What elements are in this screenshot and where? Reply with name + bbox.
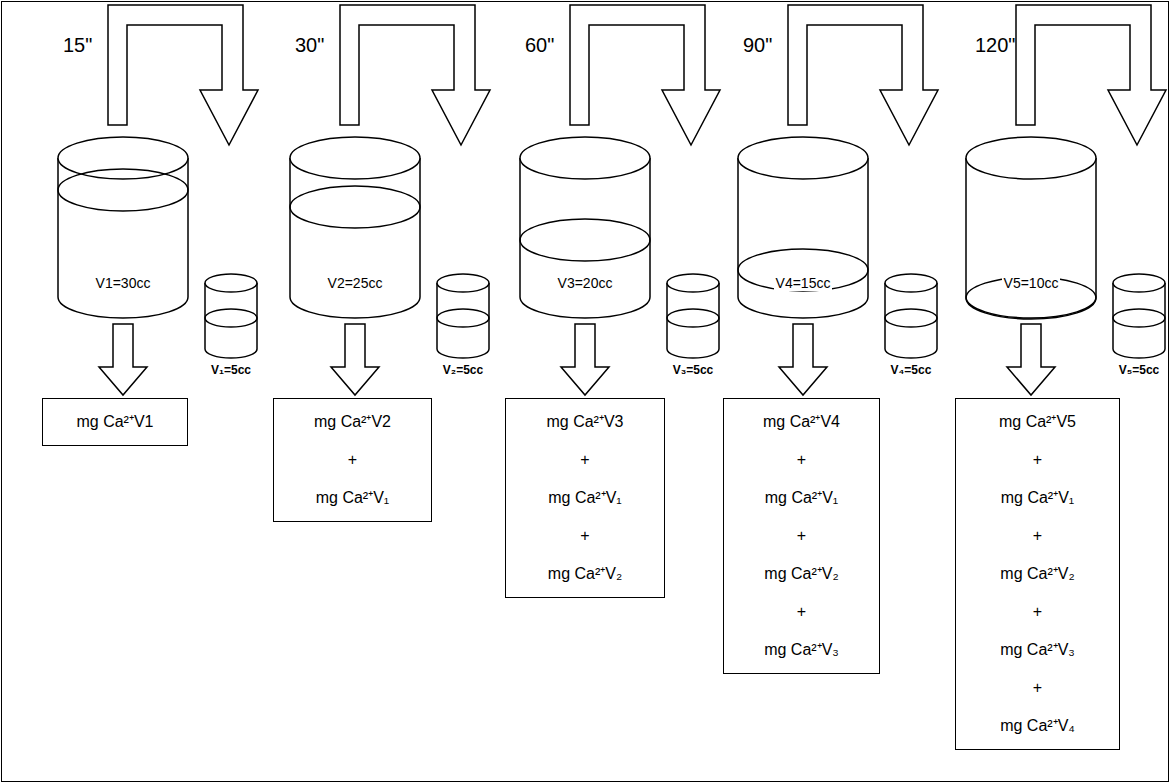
volume-label-holder: V3=20cc (520, 275, 650, 291)
time-label: 30" (295, 34, 324, 57)
liquid-level (520, 219, 650, 261)
liquid-level (58, 169, 188, 211)
result-box: mg Ca²⁺V1 (42, 398, 188, 446)
mass-term: + (962, 517, 1113, 555)
volume-label-holder: V1=30cc (58, 275, 188, 291)
volume-label: V₂=5cc (432, 363, 494, 377)
mass-term: + (962, 593, 1113, 631)
volume-label: V₁=5cc (200, 363, 262, 377)
vessel-cylinder: V5=10cc (966, 137, 1096, 320)
volume-label-holder: V2=25cc (290, 275, 420, 291)
mass-term: mg Ca²⁺V₂ (512, 555, 658, 593)
mass-term: mg Ca²⁺V₁ (280, 479, 425, 517)
cylinder-outline (738, 137, 868, 320)
mass-term: + (730, 517, 873, 555)
transfer-arrow (108, 5, 258, 145)
vessel-cylinder: V3=20cc (520, 137, 650, 320)
mass-term: mg Ca²⁺V₂ (962, 555, 1113, 593)
mass-term: mg Ca²⁺V₁ (512, 479, 658, 517)
mass-term: mg Ca²⁺V5 (962, 403, 1113, 441)
sample-cylinder: V₅=5cc (1108, 273, 1170, 377)
transfer-arrow (340, 5, 490, 145)
volume-label: V4=15cc (774, 275, 833, 291)
mass-term: + (730, 441, 873, 479)
liquid-level (667, 309, 719, 327)
volume-label-holder: V4=15cc (738, 275, 868, 291)
cylinder-outline (1108, 273, 1170, 363)
transfer-arrow (788, 5, 938, 145)
sample-cylinder: V₂=5cc (432, 273, 494, 377)
volume-label: V1=30cc (94, 275, 153, 291)
mass-term: + (512, 441, 658, 479)
transfer-arrow (570, 5, 720, 145)
volume-label: V5=10cc (1002, 275, 1061, 291)
flow-arrow (561, 324, 609, 395)
mass-term: mg Ca²⁺V₂ (730, 555, 873, 593)
flow-arrow (1007, 324, 1055, 395)
flow-arrow (99, 324, 147, 395)
cylinder-outline (520, 137, 650, 320)
liquid-level (738, 249, 868, 291)
result-box: mg Ca²⁺V5+mg Ca²⁺V₁+mg Ca²⁺V₂+mg Ca²⁺V₃+… (955, 398, 1120, 750)
mass-term: mg Ca²⁺V2 (280, 403, 425, 441)
cylinder-outline (966, 137, 1096, 320)
volume-label: V2=25cc (326, 275, 385, 291)
mass-term: + (962, 669, 1113, 707)
volume-label-holder: V5=10cc (966, 275, 1096, 291)
mass-term: mg Ca²⁺V4 (730, 403, 873, 441)
cylinder-outline (200, 273, 262, 363)
volume-label: V₃=5cc (662, 363, 724, 377)
mass-term: mg Ca²⁺V₃ (730, 631, 873, 669)
flow-arrow (331, 324, 379, 395)
mass-term: mg Ca²⁺V₄ (962, 707, 1113, 745)
time-label: 15" (63, 34, 92, 57)
cylinder-outline (662, 273, 724, 363)
mass-term: mg Ca²⁺V₁ (730, 479, 873, 517)
time-label: 120" (975, 34, 1015, 57)
result-box: mg Ca²⁺V3+mg Ca²⁺V₁+mg Ca²⁺V₂ (505, 398, 665, 598)
liquid-level (885, 309, 937, 327)
mass-term: + (962, 441, 1113, 479)
result-box: mg Ca²⁺V4+mg Ca²⁺V₁+mg Ca²⁺V₂+mg Ca²⁺V₃ (723, 398, 880, 674)
volume-label: V3=20cc (556, 275, 615, 291)
mass-term: mg Ca²⁺V3 (512, 403, 658, 441)
result-box: mg Ca²⁺V2+mg Ca²⁺V₁ (273, 398, 432, 522)
time-label: 90" (743, 34, 772, 57)
cylinder-outline (58, 137, 188, 320)
liquid-level (1113, 309, 1165, 327)
sample-cylinder: V₁=5cc (200, 273, 262, 377)
mass-term: mg Ca²⁺V1 (49, 403, 181, 441)
vessel-cylinder: V1=30cc (58, 137, 188, 320)
liquid-level (437, 309, 489, 327)
volume-label: V₅=5cc (1108, 363, 1170, 377)
mass-term: mg Ca²⁺V₃ (962, 631, 1113, 669)
sample-cylinder: V₃=5cc (662, 273, 724, 377)
mass-term: + (730, 593, 873, 631)
vessel-cylinder: V2=25cc (290, 137, 420, 320)
mass-term: + (512, 517, 658, 555)
flow-arrow (779, 324, 827, 395)
mass-term: + (280, 441, 425, 479)
mass-term: mg Ca²⁺V₁ (962, 479, 1113, 517)
transfer-arrow (1016, 5, 1166, 145)
liquid-level (205, 309, 257, 327)
cylinder-outline (432, 273, 494, 363)
cylinder-outline (290, 137, 420, 320)
sample-cylinder: V₄=5cc (880, 273, 942, 377)
volume-label: V₄=5cc (880, 363, 942, 377)
cylinder-outline (880, 273, 942, 363)
time-label: 60" (525, 34, 554, 57)
vessel-cylinder: V4=15cc (738, 137, 868, 320)
liquid-level (290, 186, 420, 228)
